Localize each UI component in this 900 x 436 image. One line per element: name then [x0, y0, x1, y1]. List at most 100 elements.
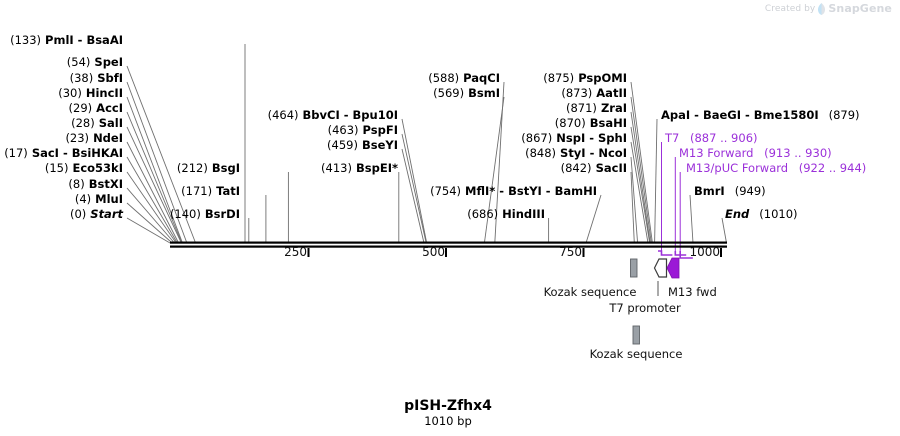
enzyme-name-bsmi: BsmI	[468, 86, 500, 100]
enzyme-name-end: End	[725, 207, 750, 221]
primer-arrow-icon	[666, 257, 680, 279]
enzyme-pos-38: (38)	[69, 71, 94, 85]
enzyme-name-bsahi: BsaHI	[589, 116, 627, 130]
enzyme-name-nspi-sphi: NspI - SphI	[556, 131, 627, 145]
enzyme-name-bstxi: BstXI	[88, 177, 123, 191]
feature-caption-m13-fwd: M13 fwd	[668, 285, 717, 299]
enzyme-pos-569: (569)	[433, 86, 465, 100]
enzyme-name-apai-baegi-bme1580i: ApaI - BaeGI - Bme1580I	[661, 108, 819, 122]
enzyme-label-sacii: (842) SacII	[561, 162, 627, 175]
leader-lines-right	[630, 81, 727, 244]
enzyme-name-tati: TatI	[216, 184, 240, 198]
ruler-tick-500: 500	[422, 245, 445, 259]
promoter-arrow-icon	[653, 258, 668, 278]
enzyme-label-aatii: (873) AatII	[561, 87, 627, 100]
enzyme-name-hindiii: HindIII	[502, 207, 545, 221]
enzyme-name-bspei: BspEI*	[356, 161, 398, 175]
enzyme-pos-463: (463)	[327, 123, 359, 137]
enzyme-label-saci-bsihkai: (17) SacI - BsiHKAI	[4, 146, 123, 160]
enzyme-label-hindiii: (686) HindIII	[467, 207, 545, 221]
snapgene-watermark: Created by SnapGene	[765, 2, 892, 15]
primer-name-m13-puc-forward: M13/pUC Forward	[686, 161, 789, 175]
enzyme-name-mfli-bstyi-bamhi: MflI* - BstYI - BamHI	[465, 184, 597, 198]
enzyme-name-saci-bsihkai: SacI - BsiHKAI	[31, 146, 123, 160]
enzyme-pos-870: (870)	[554, 116, 586, 130]
enzyme-pos-949: (949)	[734, 184, 766, 198]
leader-lines-mid	[401, 81, 602, 244]
ruler-tick-750: 750	[559, 245, 582, 259]
enzyme-pos-879: (879)	[828, 108, 860, 122]
enzyme-name-start: Start	[90, 207, 123, 221]
primer-label-m13-forward: M13 Forward (913 .. 930)	[679, 146, 832, 160]
enzyme-pos-588: (588)	[428, 71, 460, 85]
enzyme-pos-848: (848)	[525, 146, 557, 160]
enzyme-name-zrai: ZraI	[600, 101, 627, 115]
enzyme-pos-17: (17)	[4, 146, 28, 160]
enzyme-pos-133: (133)	[10, 33, 42, 47]
enzyme-pos-28: (28)	[71, 116, 95, 130]
enzyme-pos-867: (867)	[521, 131, 553, 145]
page-title: pISH-Zfhx4	[404, 398, 492, 414]
enzyme-label-acci: (29) AccI	[69, 101, 123, 115]
enzyme-name-spei: SpeI	[94, 55, 123, 69]
enzyme-label-bsgi: (212) BsgI	[177, 162, 240, 175]
enzyme-label-tati: (171) TatI	[181, 184, 240, 198]
enzyme-label-bstxi: (8) BstXI	[68, 177, 123, 191]
kozak-box-icon	[630, 258, 638, 278]
kozak-box-icon-2	[632, 325, 640, 345]
enzyme-label-bbvci-bpu10i: (464) BbvCI - Bpu10I	[267, 108, 398, 122]
enzyme-name-bmri: BmrI	[694, 184, 725, 198]
enzyme-label-bseyi: (459) BseYI	[327, 138, 398, 152]
enzyme-pos-171: (171)	[181, 184, 213, 198]
enzyme-pos-464: (464)	[267, 108, 299, 122]
primer-leader-lines	[661, 142, 681, 251]
enzyme-pos-4: (4)	[74, 192, 92, 206]
plasmid-length: 1010 bp	[424, 414, 472, 428]
sequence-backbone	[170, 241, 727, 248]
enzyme-label-pspfi: (463) PspFI	[327, 123, 398, 137]
primer-range-m13-puc-forward: (922 .. 944)	[798, 161, 867, 175]
primer-name-m13-forward: M13 Forward	[679, 146, 754, 160]
enzyme-label-bsrdi: (140) BsrDI	[169, 207, 240, 221]
enzyme-pos-0: (0)	[69, 207, 87, 221]
enzyme-label-ndei: (23) NdeI	[65, 132, 123, 145]
enzyme-pos-140: (140)	[169, 207, 201, 221]
watermark-brand: SnapGene	[828, 2, 892, 15]
enzyme-name-eco53ki: Eco53kI	[72, 161, 123, 175]
enzyme-pos-15: (15)	[44, 161, 69, 175]
enzyme-pos-875: (875)	[543, 71, 575, 85]
watermark-prefix: Created by	[764, 3, 816, 14]
primer-span-brackets	[658, 250, 693, 259]
enzyme-label-zrai: (871) ZraI	[566, 101, 627, 115]
enzyme-pos-413: (413)	[321, 161, 352, 175]
enzyme-label-spei: (54) SpeI	[67, 55, 123, 69]
enzyme-name-sali: SalI	[98, 116, 123, 130]
enzyme-name-acci: AccI	[96, 101, 123, 115]
enzyme-name-pmli-bsaai: PmlI - BsaAI	[45, 33, 123, 47]
enzyme-label-hincii: (30) HincII	[58, 87, 123, 100]
enzyme-name-bbvci-bpu10i: BbvCI - Bpu10I	[302, 108, 398, 122]
feature-glyphs	[630, 257, 680, 345]
feature-caption-kozak-sequence-2: Kozak sequence	[589, 347, 683, 361]
enzyme-pos-459: (459)	[327, 138, 358, 152]
enzyme-name-mlui: MluI	[95, 192, 123, 206]
enzyme-name-paqci: PaqCI	[463, 71, 500, 85]
primer-range-t7: (887 .. 906)	[690, 131, 758, 145]
enzyme-label-bspei: (413) BspEI*	[321, 161, 398, 175]
enzyme-pos-8: (8)	[68, 177, 85, 191]
enzyme-label-nspi-sphi: (867) NspI - SphI	[521, 131, 627, 145]
enzyme-name-bsrdi: BsrDI	[204, 207, 240, 221]
enzyme-label-pmli-bsaai: (133) PmlI - BsaAI	[10, 33, 123, 47]
enzyme-name-styi-ncoi: StyI - NcoI	[560, 146, 627, 160]
enzyme-label-sbfi: (38) SbfI	[69, 71, 123, 85]
enzyme-pos-1010: (1010)	[759, 207, 798, 221]
enzyme-label-mlui: (4) MluI	[74, 192, 123, 206]
enzyme-name-bseyi: BseYI	[361, 138, 398, 152]
ruler-ticks	[307, 248, 722, 257]
primer-label-m13-puc-forward: M13/pUC Forward (922 .. 944)	[686, 161, 867, 175]
snapgene-logo-icon	[818, 2, 826, 15]
enzyme-label-end: End (1010)	[725, 207, 798, 221]
ruler-tick-250: 250	[284, 245, 307, 259]
